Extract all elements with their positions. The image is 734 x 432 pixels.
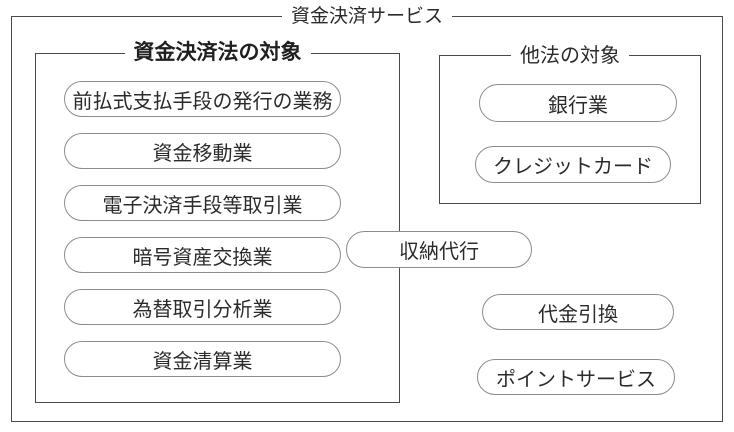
pill-credit-card: クレジットカード [475, 146, 671, 183]
pill-point-service: ポイントサービス [477, 359, 675, 395]
pill-funds-clearing: 資金清算業 [64, 341, 341, 377]
left-group-title: 資金決済法の対象 [124, 40, 311, 66]
pill-cash-on-delivery: 代金引換 [482, 294, 674, 330]
right-group-title: 他法の対象 [511, 43, 629, 69]
pill-exchange-transaction-analysis: 為替取引分析業 [64, 289, 341, 325]
pill-collection-agency: 収納代行 [346, 231, 532, 268]
pill-funds-transfer: 資金移動業 [64, 133, 341, 169]
pill-electronic-payment-instruments: 電子決済手段等取引業 [64, 185, 341, 221]
diagram-title: 資金決済サービス [281, 4, 453, 30]
pill-banking: 銀行業 [479, 84, 677, 122]
pill-prepaid-payment-issuance: 前払式支払手段の発行の業務 [64, 81, 341, 117]
left-group-box: 資金決済法の対象 [35, 40, 400, 403]
right-group-box: 他法の対象 [439, 43, 701, 204]
outer-box: 資金決済サービス [11, 4, 723, 422]
pill-crypto-asset-exchange: 暗号資産交換業 [64, 237, 341, 273]
